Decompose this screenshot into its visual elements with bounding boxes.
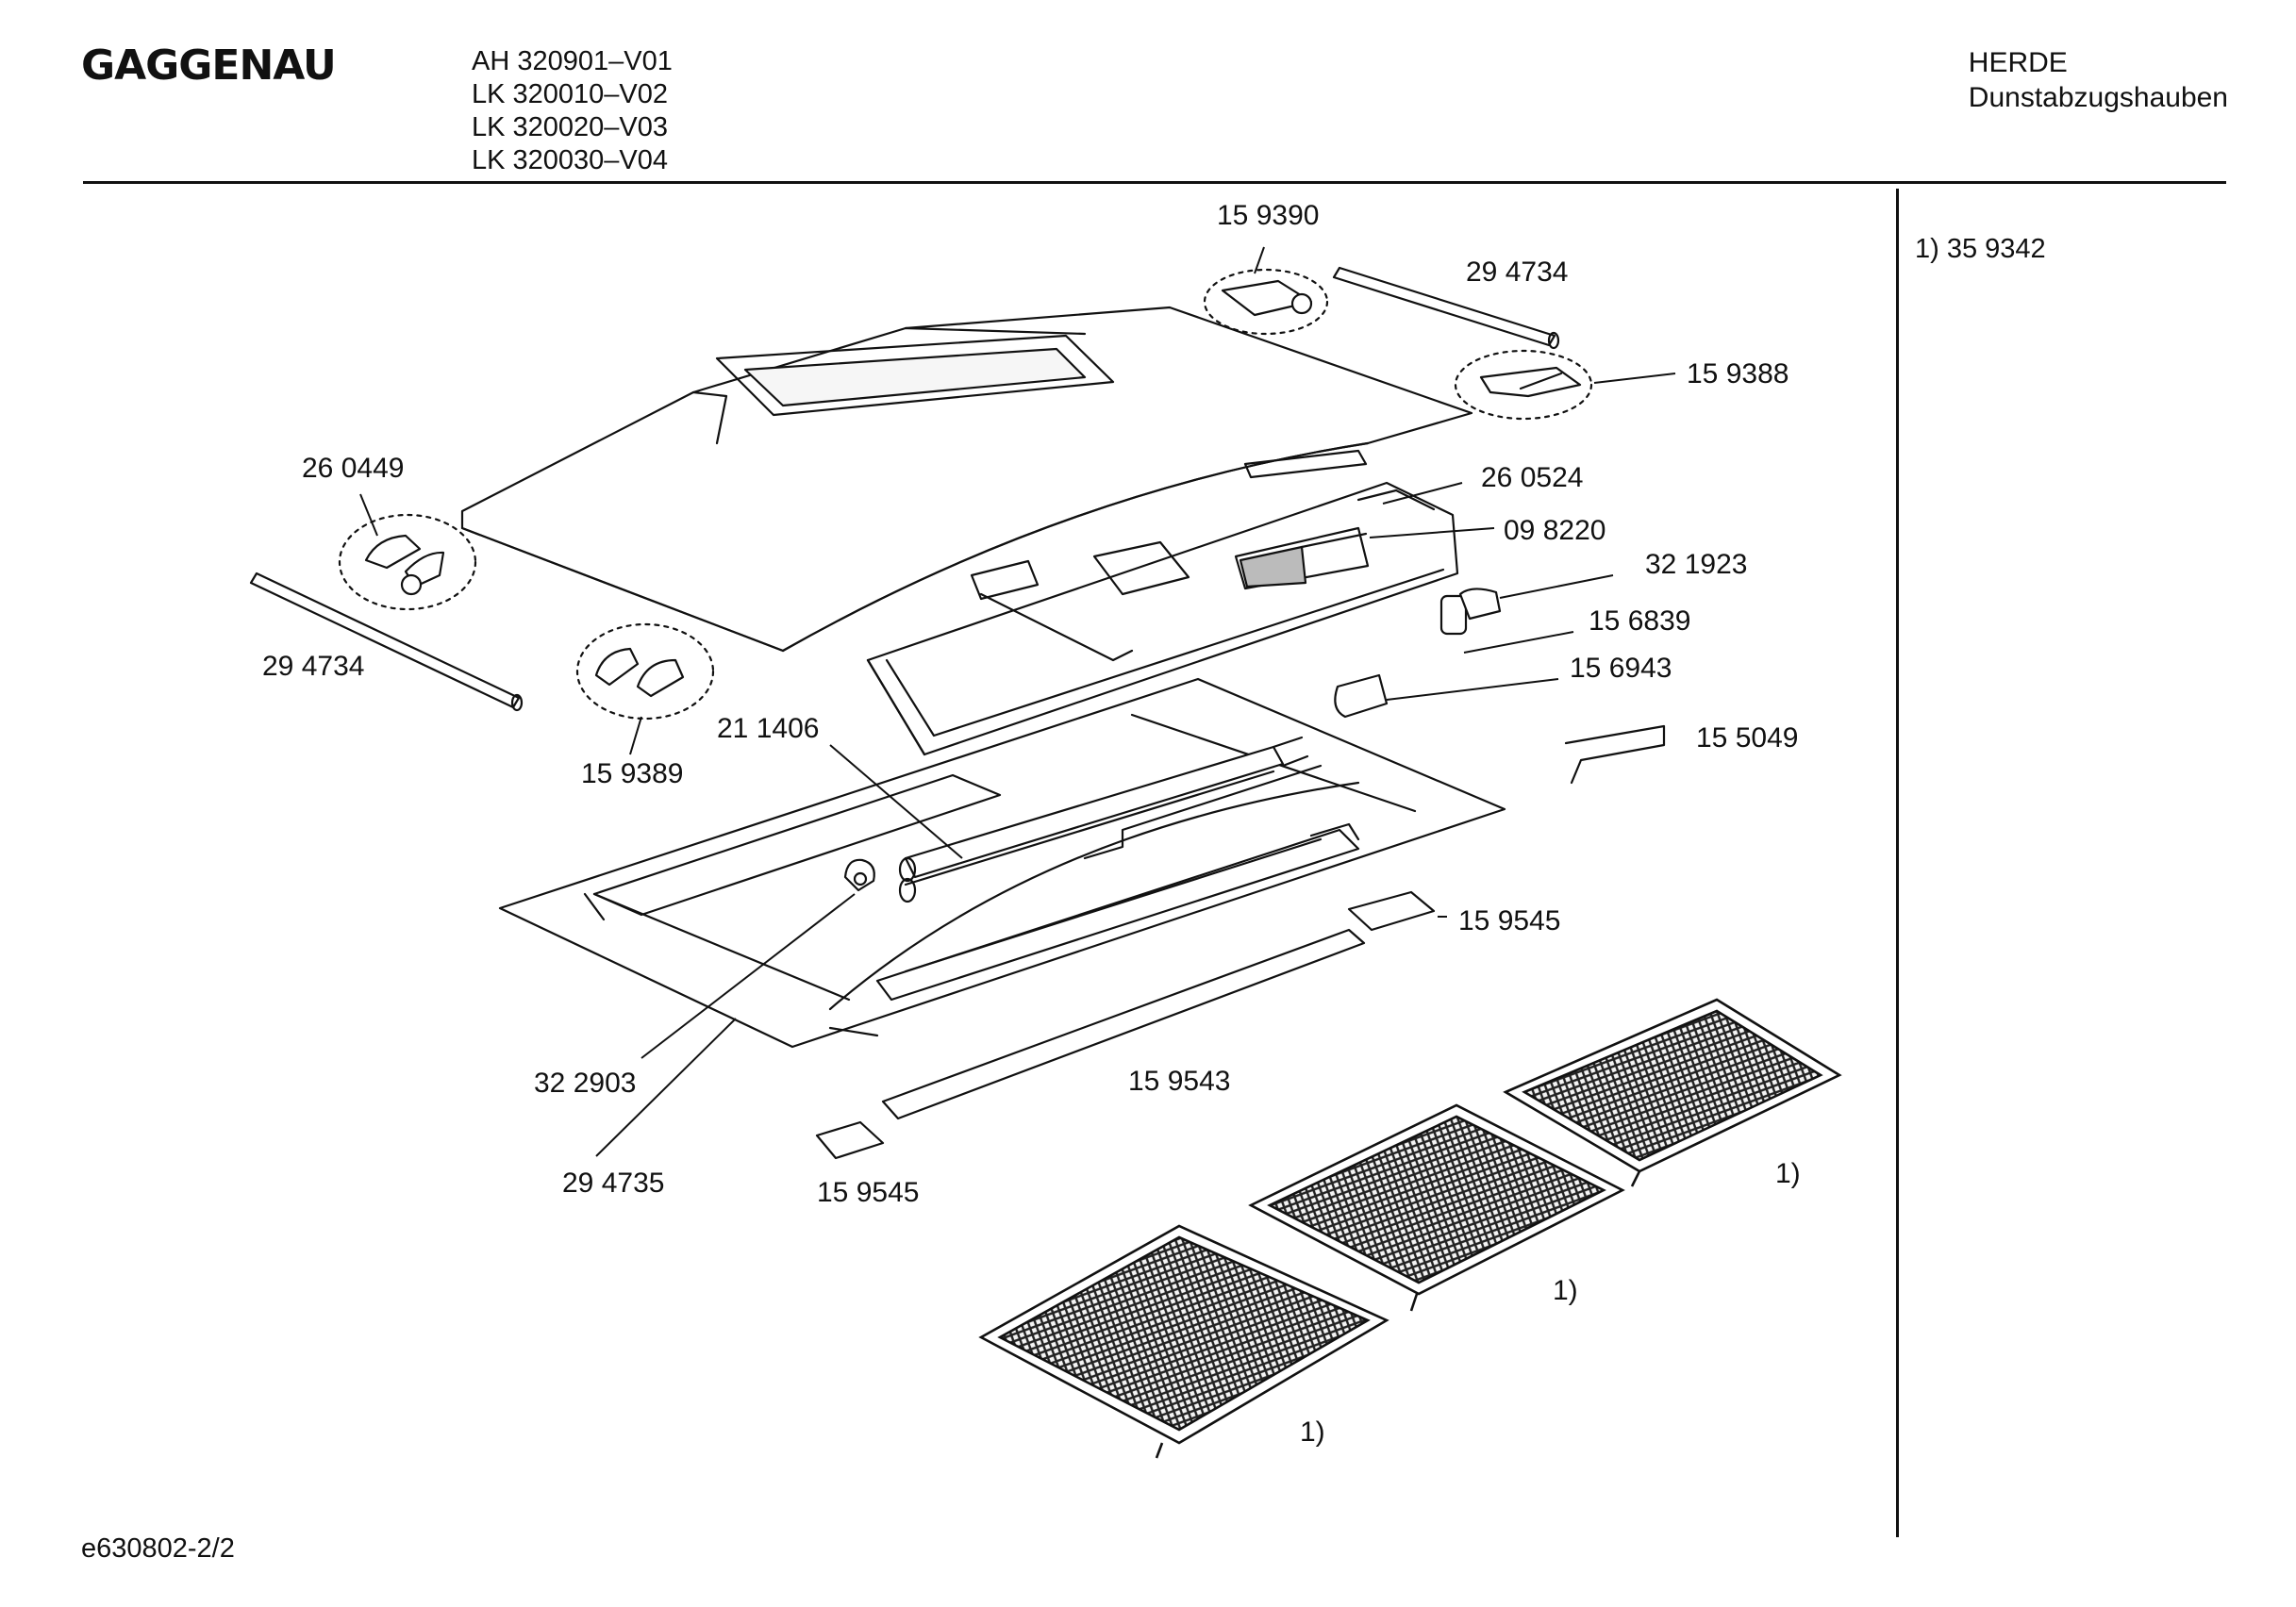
model-list: AH 320901–V01 LK 320010–V02 LK 320020–V0…	[472, 45, 673, 177]
category-block: HERDE Dunstabzugshauben	[1969, 45, 2228, 115]
callout-label: 26 0449	[302, 453, 404, 484]
label-part	[1564, 724, 1666, 785]
rod-left	[249, 572, 524, 712]
leader-lines	[359, 246, 1676, 1157]
model-number: LK 320010–V02	[472, 79, 669, 109]
callout-label: 26 0524	[1481, 462, 1583, 493]
callout-label: 15 9388	[1687, 358, 1789, 389]
document-id: e630802-2/2	[81, 1533, 235, 1564]
hood-canopy	[460, 306, 1473, 653]
callout-label: 32 1923	[1645, 549, 1747, 580]
callout-label: 15 9543	[1128, 1066, 1230, 1097]
pad-bottom	[815, 1120, 885, 1160]
brand-logo: GAGGENAU	[81, 41, 337, 90]
callout-label: 21 1406	[717, 713, 819, 744]
model-number: AH 320901–V01	[472, 46, 673, 76]
callout-label: 15 9390	[1217, 200, 1319, 231]
category-subtitle: Dunstabzugshauben	[1968, 82, 2228, 113]
bracket-159388	[1479, 366, 1582, 398]
rod-top	[1332, 266, 1560, 350]
pad-right	[1347, 890, 1436, 932]
callout-label: 15 9545	[1458, 905, 1560, 936]
callout-label: 29 4735	[562, 1168, 664, 1199]
callout-label: 09 8220	[1504, 515, 1606, 546]
callout-label: 15 9389	[581, 758, 683, 789]
bracket-159389	[594, 647, 685, 698]
callout-label: 32 2903	[534, 1068, 636, 1099]
clip-part	[843, 858, 875, 892]
callout-label: 15 6943	[1570, 653, 1672, 684]
callout-labels: 15 9390 29 4734 15 9388 26 0449 26 0524 …	[262, 200, 1801, 1448]
callout-label: 1)	[1553, 1275, 1578, 1306]
callout-label: 15 9545	[817, 1177, 919, 1208]
model-number: LK 320030–V04	[472, 145, 669, 175]
grease-filter	[1248, 1103, 1625, 1312]
capacitor-part	[1439, 594, 1468, 636]
bracket-159390	[1221, 279, 1313, 317]
grease-filter	[978, 1224, 1389, 1459]
connector-part	[1334, 673, 1389, 719]
model-number: LK 320020–V03	[472, 112, 669, 142]
sidebar-divider	[1896, 189, 1899, 1537]
exhaust-tube	[898, 736, 1309, 903]
bracket-260449	[364, 534, 445, 596]
callout-label: 15 5049	[1696, 722, 1798, 754]
footnote-text: 1) 35 9342	[1915, 234, 2046, 264]
motor-housing	[866, 481, 1459, 756]
callout-label: 1)	[1300, 1416, 1325, 1448]
callout-label: 1)	[1775, 1158, 1801, 1189]
callout-label: 15 6839	[1589, 605, 1690, 637]
grease-filter	[1503, 998, 1842, 1187]
callout-label: 29 4734	[1466, 257, 1568, 288]
grease-filters	[978, 998, 1842, 1459]
header-divider	[83, 181, 2226, 184]
knob-part	[1458, 588, 1502, 621]
category-title: HERDE	[1968, 47, 2068, 78]
base-plate	[498, 677, 1506, 1049]
detail-circles	[338, 268, 1593, 721]
trim-strip	[881, 928, 1366, 1120]
callout-label: 29 4734	[262, 651, 364, 682]
